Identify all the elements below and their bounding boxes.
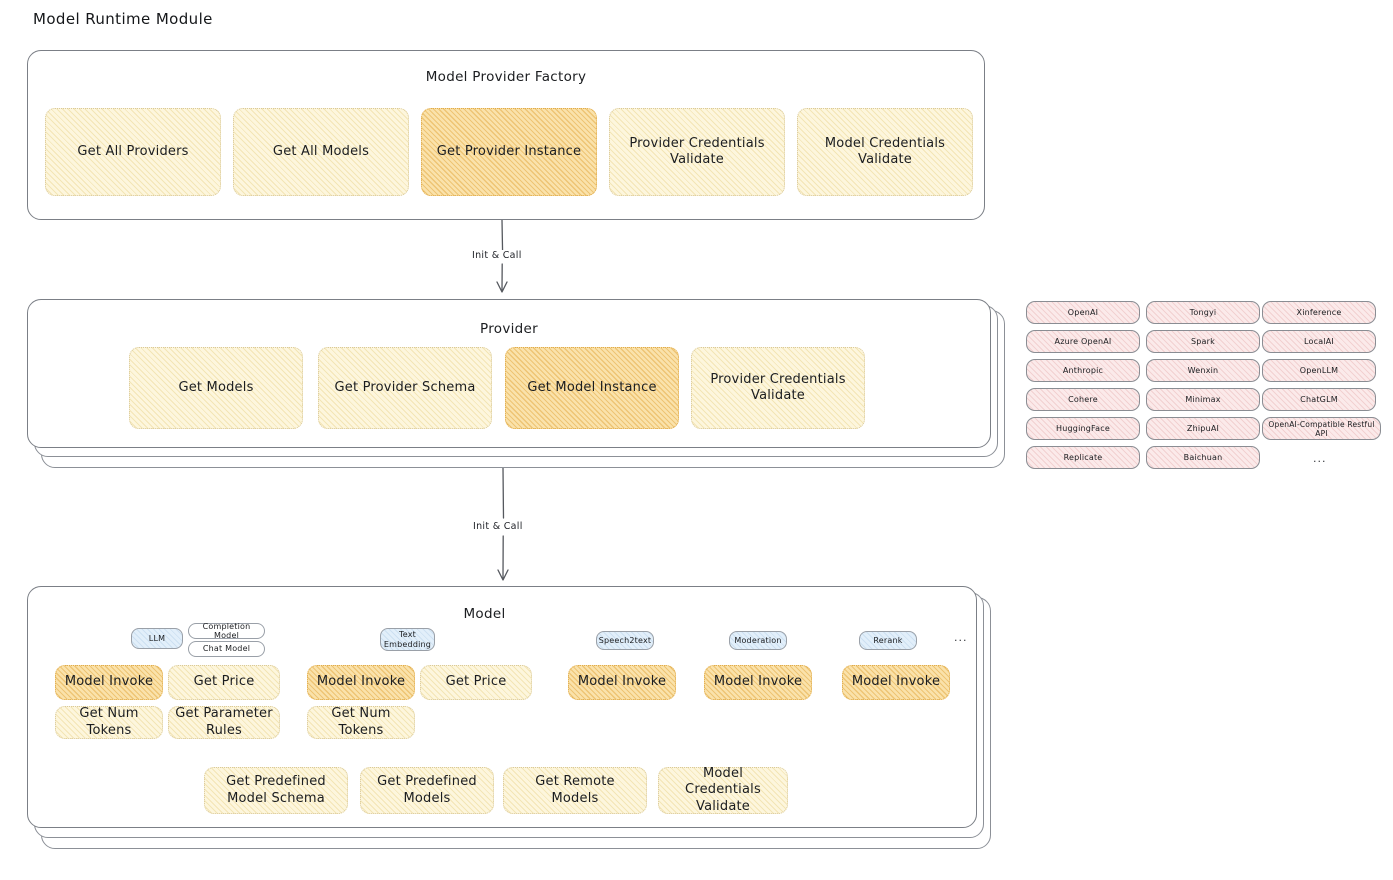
provider-chip-openai-compatible-restful-api[interactable]: OpenAI-Compatible Restful API — [1262, 417, 1381, 440]
provider-chip-tongyi[interactable]: Tongyi — [1146, 301, 1260, 324]
model-tag-chat-model[interactable]: Chat Model — [188, 641, 265, 657]
model-llm-node-get-price[interactable]: Get Price — [168, 665, 280, 700]
model-common-node-model-credentials-validate[interactable]: Model Credentials Validate — [658, 766, 788, 814]
model-embedding-node-get-num-tokens[interactable]: Get Num Tokens — [307, 706, 415, 739]
arrow-1-icon — [496, 219, 508, 293]
factory-node-get-all-models[interactable]: Get All Models — [233, 108, 409, 196]
model-embedding-node-model-invoke[interactable]: Model Invoke — [307, 665, 415, 700]
model-badge-rerank[interactable]: Rerank — [859, 631, 917, 650]
arrow-2-label: Init & Call — [469, 521, 527, 532]
provider-chip-replicate[interactable]: Replicate — [1026, 446, 1140, 469]
provider-chip-chatglm[interactable]: ChatGLM — [1262, 388, 1376, 411]
provider-title: Provider — [480, 321, 538, 337]
factory-node-provider-credentials-validate[interactable]: Provider Credentials Validate — [609, 108, 785, 196]
model-llm-node-get-num-tokens[interactable]: Get Num Tokens — [55, 706, 163, 739]
provider-container: Provider Get Models Get Provider Schema … — [27, 299, 991, 448]
model-badge-moderation[interactable]: Moderation — [729, 631, 787, 650]
model-provider-factory-title: Model Provider Factory — [425, 69, 587, 85]
provider-chip-minimax[interactable]: Minimax — [1146, 388, 1260, 411]
arrow-2-icon — [497, 467, 509, 581]
provider-chip-cohere[interactable]: Cohere — [1026, 388, 1140, 411]
model-title: Model — [463, 606, 506, 622]
model-common-node-get-remote-models[interactable]: Get Remote Models — [503, 767, 647, 814]
provider-list-more: ... — [1313, 452, 1327, 465]
provider-chip-zhipuai[interactable]: ZhipuAI — [1146, 417, 1260, 440]
model-embedding-node-get-price[interactable]: Get Price — [420, 665, 532, 700]
page-title: Model Runtime Module — [33, 10, 213, 28]
model-badge-speech2text[interactable]: Speech2text — [596, 631, 654, 650]
model-rerank-node-model-invoke[interactable]: Model Invoke — [842, 665, 950, 700]
model-provider-factory-container: Model Provider Factory Get All Providers… — [27, 50, 985, 220]
provider-chip-openai[interactable]: OpenAI — [1026, 301, 1140, 324]
provider-chip-localai[interactable]: LocalAI — [1262, 330, 1376, 353]
model-speech-node-model-invoke[interactable]: Model Invoke — [568, 665, 676, 700]
factory-node-get-provider-instance[interactable]: Get Provider Instance — [421, 108, 597, 196]
provider-chip-huggingface[interactable]: HuggingFace — [1026, 417, 1140, 440]
provider-node-get-models[interactable]: Get Models — [129, 347, 303, 429]
model-container: Model LLM Completion Model Chat Model Mo… — [27, 586, 977, 828]
provider-node-get-provider-schema[interactable]: Get Provider Schema — [318, 347, 492, 429]
provider-chip-anthropic[interactable]: Anthropic — [1026, 359, 1140, 382]
factory-node-model-credentials-validate[interactable]: Model Credentials Validate — [797, 108, 973, 196]
model-common-node-get-predefined-model-schema[interactable]: Get Predefined Model Schema — [204, 767, 348, 814]
provider-chip-azure-openai[interactable]: Azure OpenAI — [1026, 330, 1140, 353]
provider-node-get-model-instance[interactable]: Get Model Instance — [505, 347, 679, 429]
model-llm-node-get-parameter-rules[interactable]: Get Parameter Rules — [168, 706, 280, 739]
model-badge-text-embedding[interactable]: Text Embedding — [380, 628, 435, 651]
arrow-factory-to-provider: Init & Call — [468, 219, 590, 300]
model-types-more: ... — [954, 631, 968, 644]
factory-node-get-all-providers[interactable]: Get All Providers — [45, 108, 221, 196]
model-tag-completion-model[interactable]: Completion Model — [188, 622, 265, 640]
model-common-node-get-predefined-models[interactable]: Get Predefined Models — [360, 767, 494, 814]
provider-chip-xinference[interactable]: Xinference — [1262, 301, 1376, 324]
provider-chip-baichuan[interactable]: Baichuan — [1146, 446, 1260, 469]
arrow-provider-to-model: Init & Call — [469, 467, 590, 588]
arrow-1-label: Init & Call — [468, 250, 526, 261]
model-badge-llm[interactable]: LLM — [131, 628, 183, 649]
model-llm-node-model-invoke[interactable]: Model Invoke — [55, 665, 163, 700]
provider-chip-wenxin[interactable]: Wenxin — [1146, 359, 1260, 382]
provider-chip-openllm[interactable]: OpenLLM — [1262, 359, 1376, 382]
model-moderation-node-model-invoke[interactable]: Model Invoke — [704, 665, 812, 700]
provider-chip-spark[interactable]: Spark — [1146, 330, 1260, 353]
provider-node-provider-credentials-validate[interactable]: Provider Credentials Validate — [691, 347, 865, 429]
